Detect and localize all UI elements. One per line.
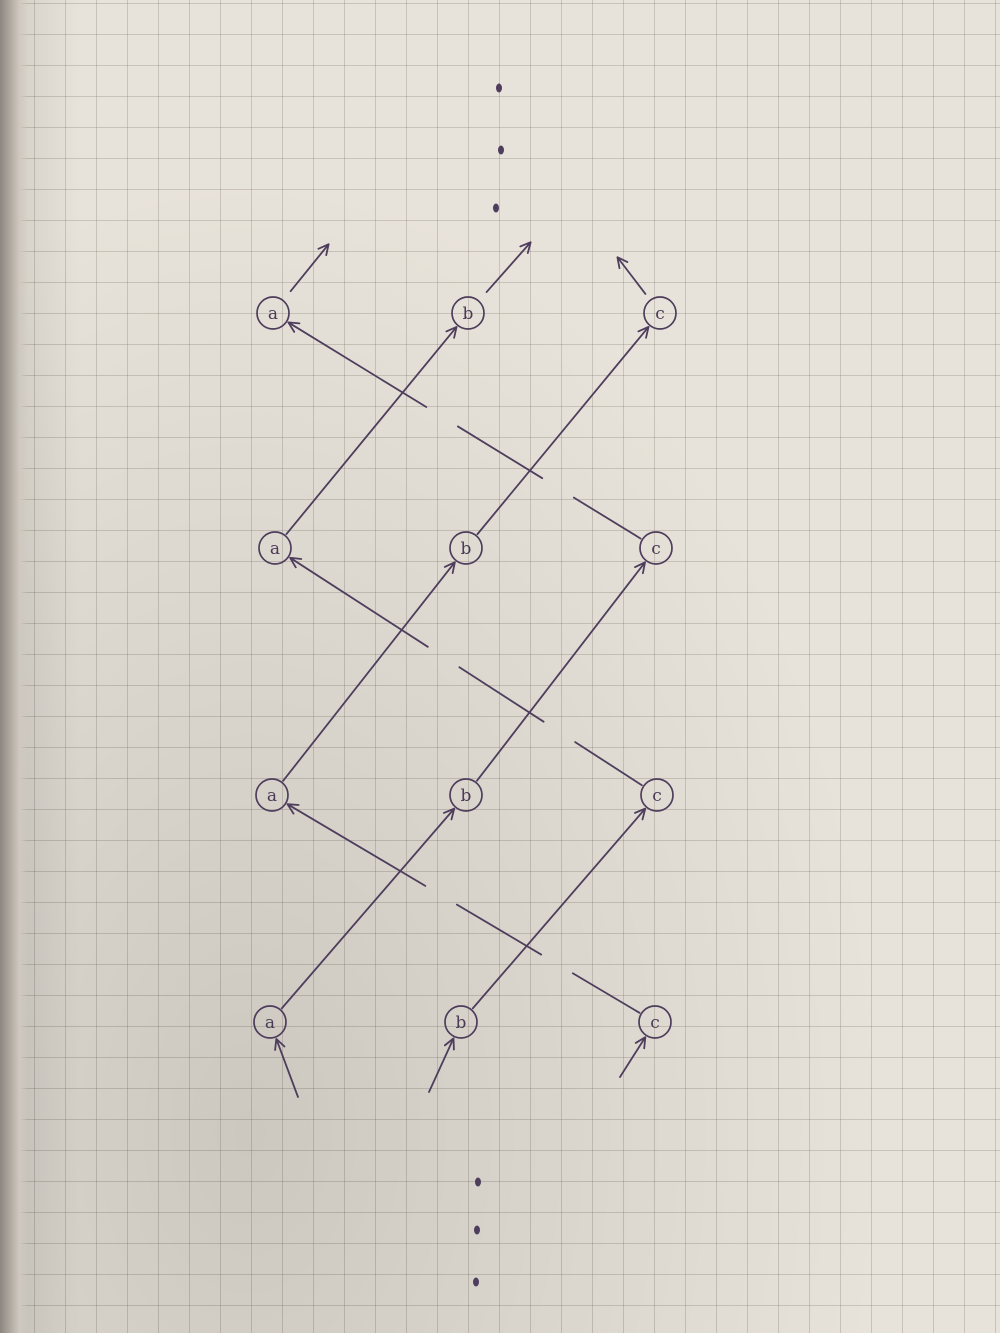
- nodes-layer: a b c a b c a b c a b c: [253, 296, 677, 1039]
- node-c: c: [639, 531, 673, 565]
- edges-layer: [274, 241, 650, 1098]
- edge-c-to-a-segment: [456, 425, 544, 480]
- node-label: a: [268, 304, 278, 324]
- node-b: b: [449, 778, 483, 812]
- continuation-dot: [475, 1177, 481, 1187]
- node-label: c: [651, 539, 661, 559]
- node-c: c: [638, 1005, 672, 1039]
- continuation-dot: [474, 1225, 480, 1235]
- node-label: c: [650, 1013, 660, 1033]
- edge-c-to-a: [287, 321, 642, 540]
- edge-c-to-a-segment: [571, 972, 641, 1014]
- continuation-dot: [493, 203, 499, 213]
- node-label: b: [463, 304, 474, 324]
- edge-a-to-b: [282, 561, 456, 782]
- node-c: c: [640, 778, 674, 812]
- node-label: a: [270, 539, 280, 559]
- incoming-arrow-c: [619, 1036, 647, 1078]
- node-circle: [640, 778, 674, 812]
- edge-c-to-a-segment: [458, 666, 545, 723]
- incoming-arrow-b: [428, 1037, 455, 1093]
- edge-c-to-a-segment: [456, 903, 543, 956]
- edge-c-to-a-segment: [287, 321, 428, 408]
- edge-b-to-c: [476, 561, 646, 782]
- outgoing-arrow-c: [616, 256, 647, 295]
- node-a: a: [256, 296, 290, 330]
- node-circle: [253, 1005, 287, 1039]
- outgoing-arrow-a: [289, 243, 330, 293]
- node-label: c: [652, 786, 662, 806]
- node-label: b: [461, 539, 472, 559]
- node-circle: [643, 296, 677, 330]
- edge-b-to-c: [476, 325, 650, 536]
- edge-c-to-a-segment: [286, 803, 427, 887]
- node-label: b: [456, 1013, 467, 1033]
- continuation-dot: [498, 145, 504, 155]
- edge-c-to-a: [286, 803, 641, 1014]
- incoming-arrow-a: [274, 1037, 299, 1098]
- notebook-binding-shadow: [0, 0, 28, 1333]
- node-label: c: [655, 304, 665, 324]
- node-label: a: [265, 1013, 275, 1033]
- node-circle: [256, 296, 290, 330]
- node-circle: [639, 531, 673, 565]
- node-b: b: [449, 531, 483, 565]
- outgoing-arrow-b: [485, 241, 532, 293]
- edge-c-to-a-segment: [574, 741, 643, 787]
- edge-a-to-b: [285, 326, 458, 535]
- node-circle: [451, 296, 485, 330]
- node-label: b: [461, 786, 472, 806]
- node-a: a: [253, 1005, 287, 1039]
- node-circle: [258, 531, 292, 565]
- node-circle: [638, 1005, 672, 1039]
- node-a: a: [255, 778, 289, 812]
- edge-a-to-b: [280, 807, 456, 1010]
- edge-b-to-c: [471, 807, 647, 1010]
- node-circle: [444, 1005, 478, 1039]
- node-b: b: [444, 1005, 478, 1039]
- continuation-dot: [496, 83, 502, 93]
- continuation-dots: [473, 83, 504, 1287]
- node-b: b: [451, 296, 485, 330]
- edge-c-to-a-segment: [289, 556, 429, 648]
- edge-c-to-a-segment: [572, 496, 642, 540]
- node-circle: [449, 778, 483, 812]
- node-a: a: [258, 531, 292, 565]
- node-c: c: [643, 296, 677, 330]
- node-circle: [449, 531, 483, 565]
- node-label: a: [267, 786, 277, 806]
- edge-c-to-a: [289, 556, 643, 787]
- node-circle: [255, 778, 289, 812]
- continuation-dot: [473, 1277, 479, 1287]
